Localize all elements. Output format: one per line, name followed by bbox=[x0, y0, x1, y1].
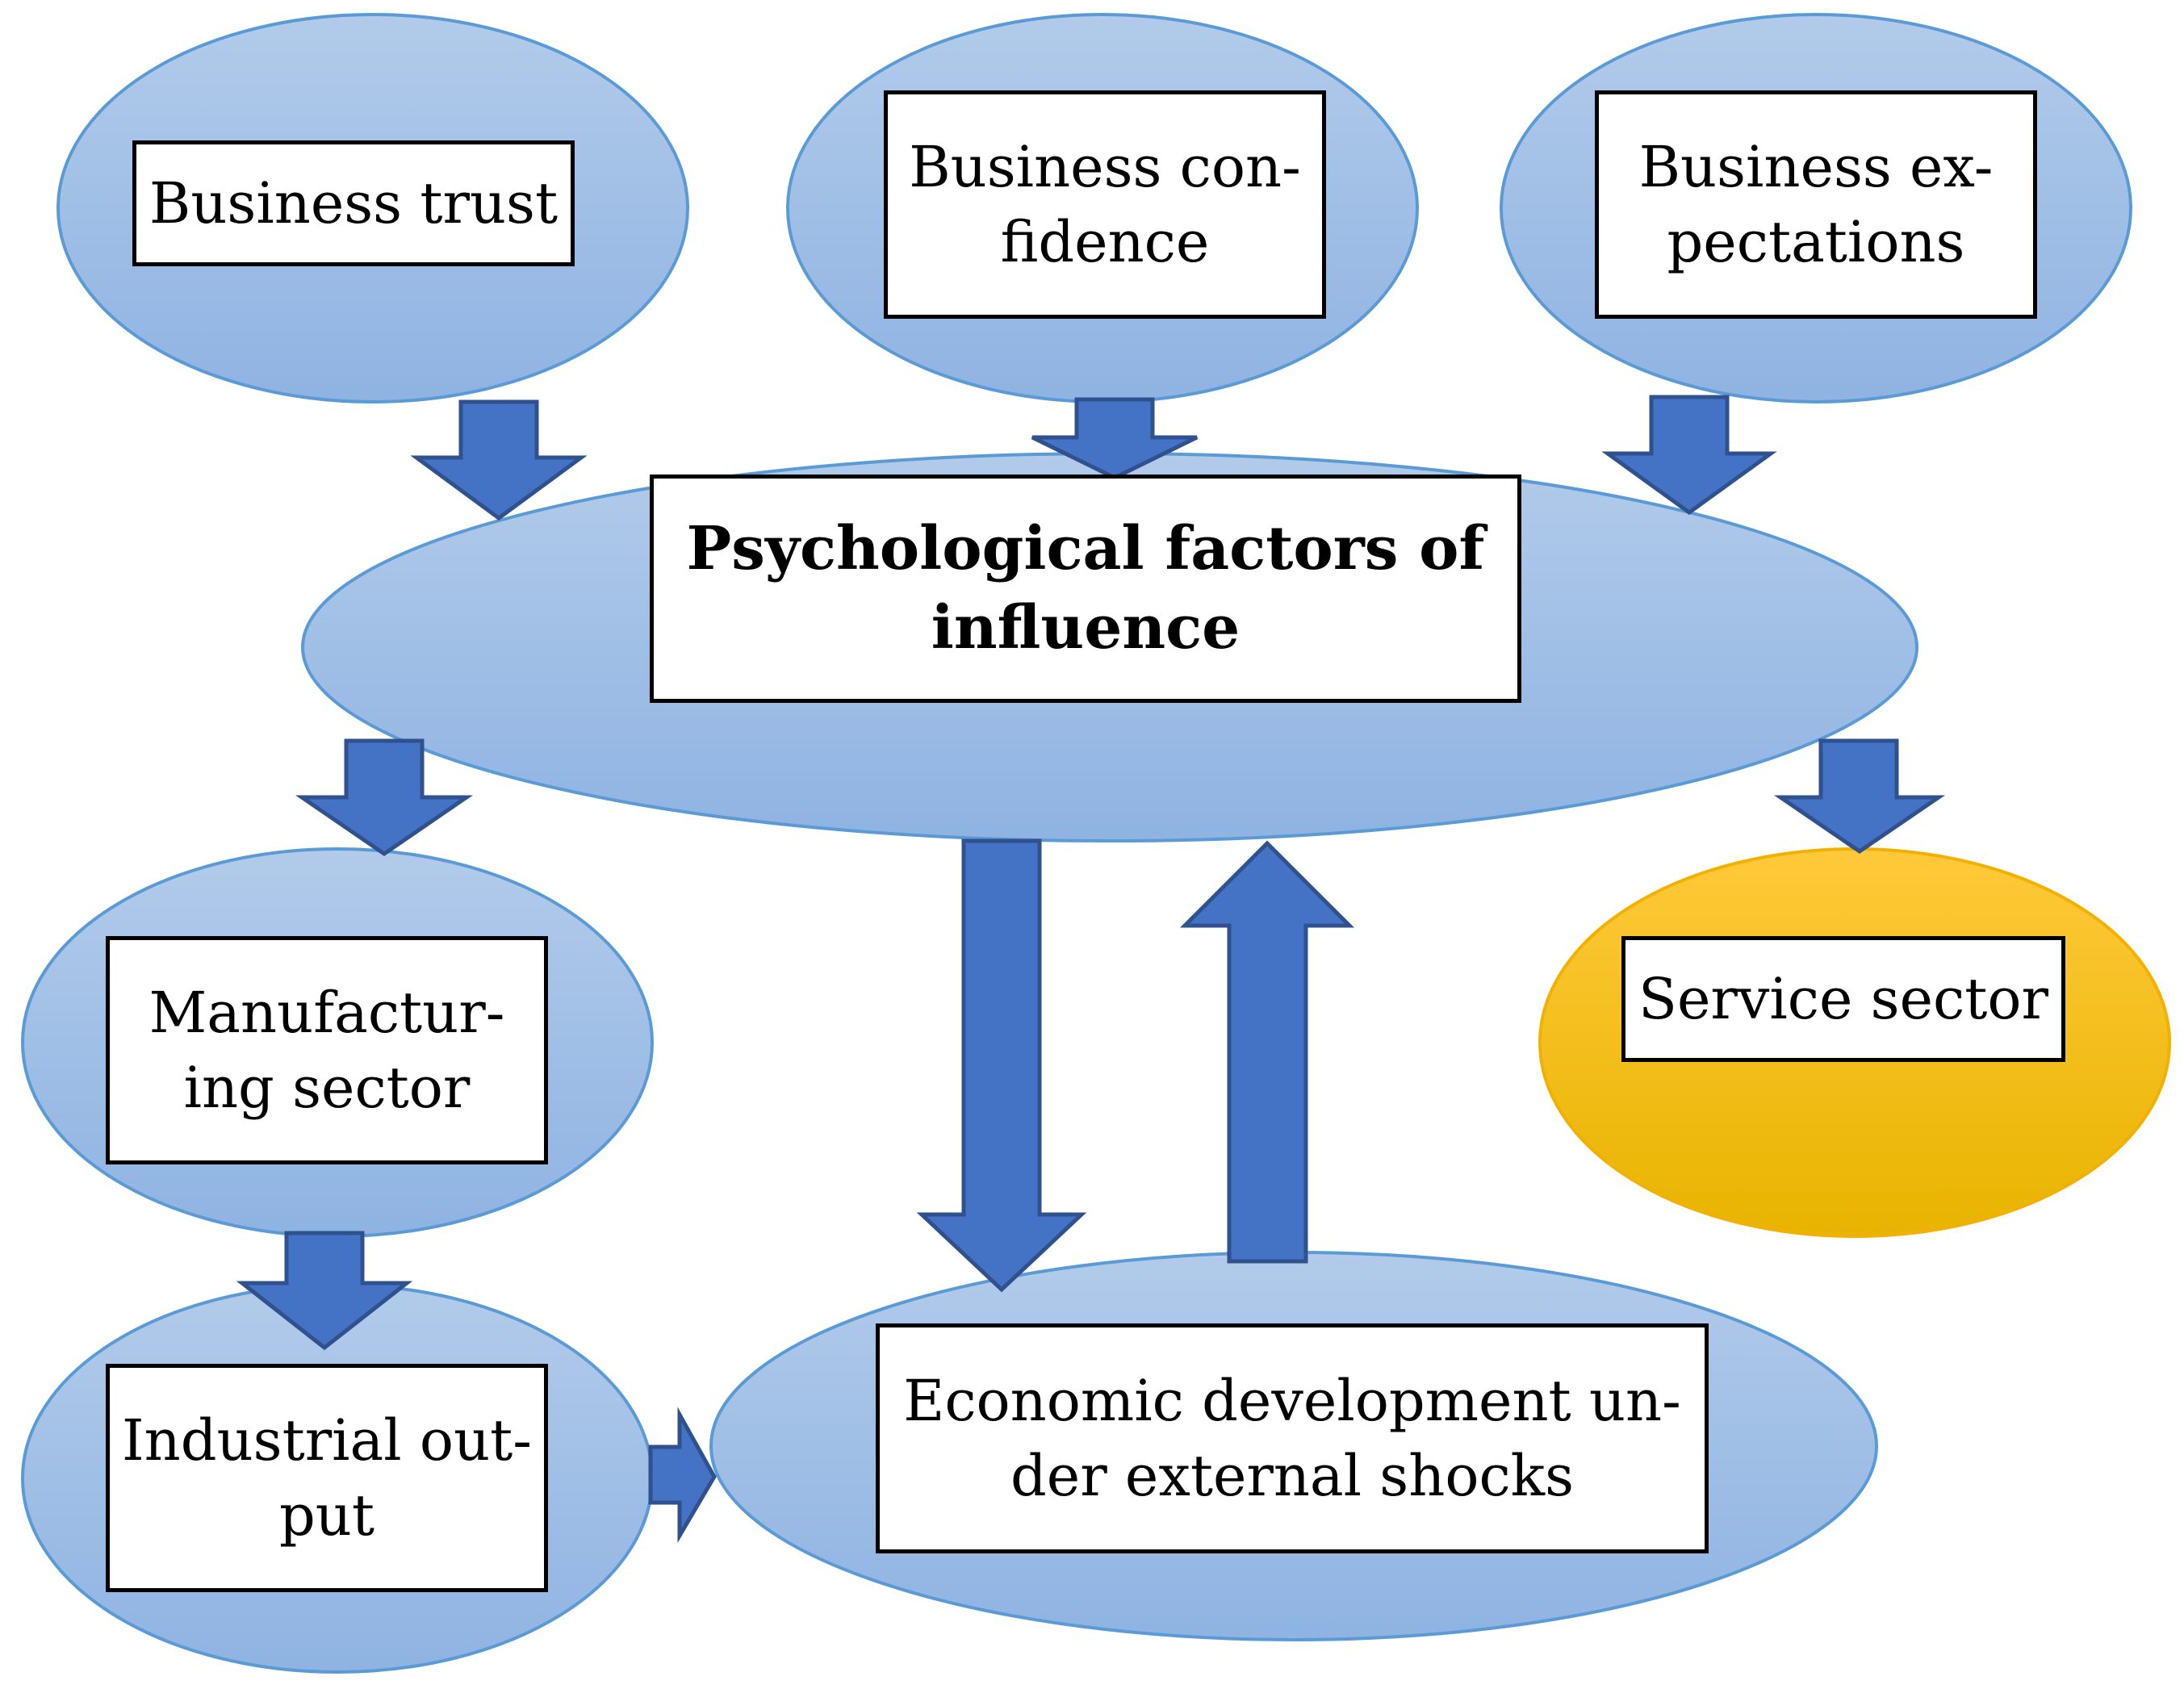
up-arrow-economic-to-psychological bbox=[1179, 840, 1355, 1264]
down-arrow-trust-to-psychological bbox=[410, 399, 588, 521]
label-industrial-output-text: Industrial out- put bbox=[122, 1407, 532, 1549]
label-economic-development-text: Economic development un- der external sh… bbox=[903, 1368, 1681, 1509]
down-arrow-confidence-to-psychological bbox=[1031, 397, 1199, 480]
right-arrow-industrial-to-economic bbox=[648, 1407, 717, 1544]
label-economic-development: Economic development un- der external sh… bbox=[876, 1323, 1709, 1553]
label-business-confidence-text: Business con- fidence bbox=[909, 134, 1301, 275]
label-psychological-factors: Psychological factors of influence bbox=[650, 475, 1521, 703]
label-manufacturing-sector: Manufactur- ing sector bbox=[106, 936, 548, 1164]
label-service-sector: Service sector bbox=[1621, 936, 2065, 1062]
label-business-confidence: Business con- fidence bbox=[884, 90, 1326, 319]
down-arrow-psychological-to-economic bbox=[916, 838, 1087, 1293]
label-business-expectations-text: Business ex- pectations bbox=[1638, 134, 1994, 275]
down-arrow-psychological-to-service bbox=[1773, 738, 1946, 855]
label-business-expectations: Business ex- pectations bbox=[1595, 90, 2037, 319]
label-business-trust-text: Business trust bbox=[149, 169, 559, 236]
label-service-sector-text: Service sector bbox=[1638, 965, 2048, 1032]
label-business-trust: Business trust bbox=[132, 140, 575, 266]
label-industrial-output: Industrial out- put bbox=[106, 1364, 548, 1592]
down-arrow-expectations-to-psychological bbox=[1601, 395, 1777, 516]
down-arrow-manufacturing-to-industrial bbox=[236, 1231, 413, 1351]
down-arrow-psychological-to-manufacturing bbox=[295, 738, 474, 857]
label-manufacturing-sector-text: Manufactur- ing sector bbox=[149, 980, 505, 1121]
label-psychological-factors-text: Psychological factors of influence bbox=[686, 513, 1485, 663]
